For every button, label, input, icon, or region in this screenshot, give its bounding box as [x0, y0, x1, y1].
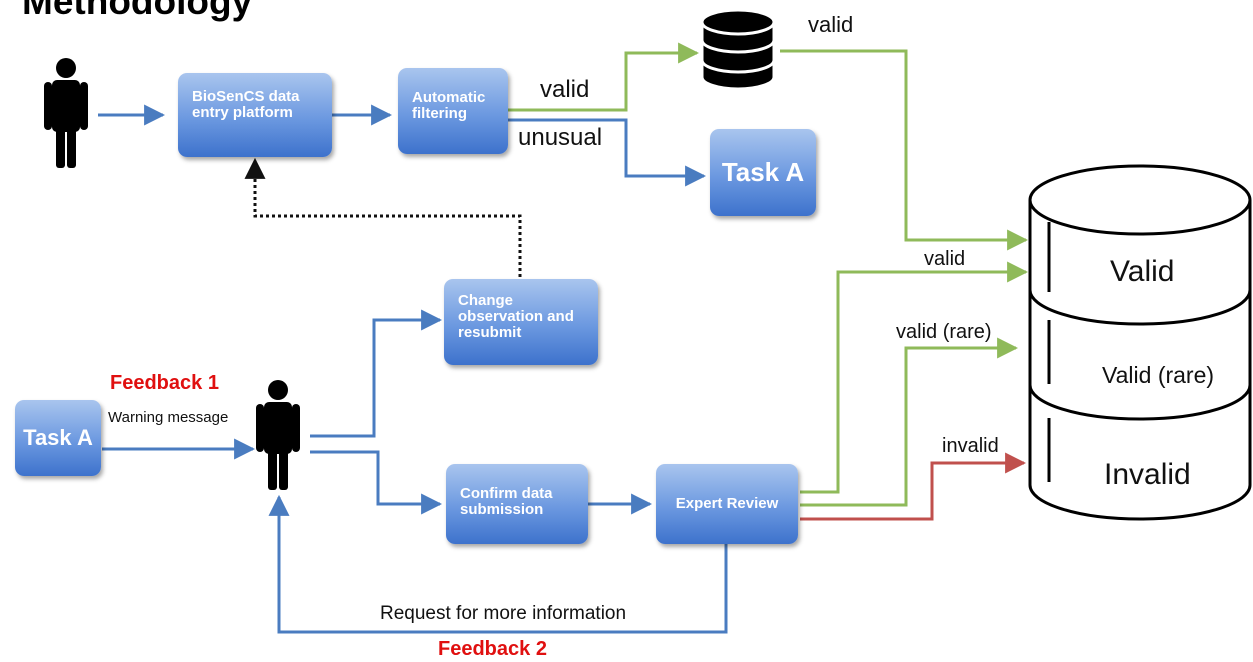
- person-icon-middle: [256, 380, 300, 490]
- label-invalid: invalid: [942, 435, 999, 457]
- label-valid-review: valid: [924, 248, 966, 270]
- label-valid-rare: valid (rare): [896, 321, 992, 343]
- automatic-filtering-box: Automatic filtering: [398, 68, 508, 154]
- dotted-resubmit-arrow: [244, 157, 522, 277]
- label-request-info: Request for more information: [380, 603, 627, 624]
- feedback-1-label: Feedback 1: [110, 372, 219, 394]
- task-a-left-box: Task A: [15, 400, 101, 476]
- red-invalid-arrow: [800, 452, 1027, 521]
- database-cylinder: [1028, 164, 1252, 521]
- feedback-2-label: Feedback 2: [438, 638, 547, 660]
- automatic-filtering-label: Automatic filtering: [412, 89, 486, 122]
- database-icon-small: [700, 8, 776, 91]
- label-valid-filter: valid: [540, 76, 590, 103]
- label-warning-message: Warning message: [108, 409, 229, 426]
- change-observation-box: Change observation and resubmit: [444, 279, 598, 365]
- expert-review-box: Expert Review: [656, 464, 798, 544]
- green-arrows: [508, 42, 1029, 507]
- confirm-submission-box: Confirm data submission: [446, 464, 588, 544]
- db-invalid-label: Invalid: [1104, 458, 1191, 491]
- task-a-top-box: Task A: [710, 129, 816, 216]
- biosencs-entry-box: BioSenCS data entry platform: [178, 73, 332, 157]
- label-valid-db-top: valid: [808, 12, 854, 37]
- expert-review-label: Expert Review: [675, 495, 779, 513]
- task-a-top-label: Task A: [721, 156, 805, 187]
- task-a-left-label: Task A: [23, 425, 93, 451]
- db-valid-label: Valid: [1110, 255, 1175, 288]
- change-observation-label: Change observation and resubmit: [458, 292, 574, 341]
- biosencs-label: BioSenCS data entry platform: [192, 88, 300, 121]
- page-title: Methodology: [22, 0, 253, 22]
- blue-arrows: [98, 104, 728, 634]
- person-icon-top: [44, 58, 88, 168]
- confirm-submission-label: Confirm data submission: [460, 485, 553, 518]
- label-unusual: unusual: [518, 124, 603, 151]
- db-valid-rare-label: Valid (rare): [1102, 362, 1215, 388]
